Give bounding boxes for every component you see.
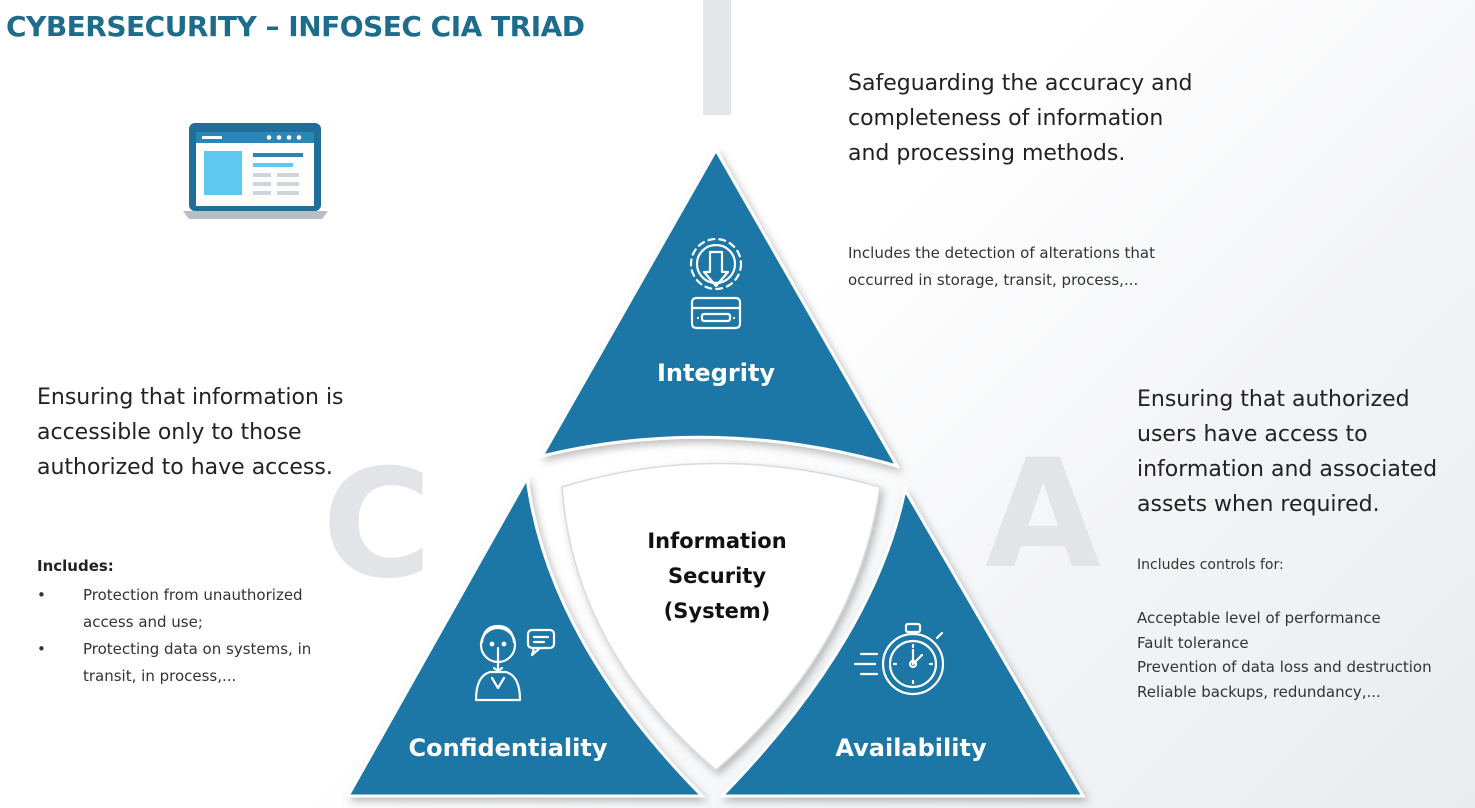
confidentiality-includes-label: Includes: [37, 557, 114, 575]
availability-description: Ensuring that authorized users have acce… [1137, 387, 1438, 517]
gear-download-icon [689, 237, 743, 330]
integrity-description: Safeguarding the accuracy and completene… [848, 71, 1193, 166]
availability-includes-list: Acceptable level of performance Fault to… [1137, 606, 1432, 704]
integrity-label: Integrity [657, 359, 775, 387]
list-item: Acceptable level of performance [1137, 609, 1381, 627]
center-shape [561, 462, 881, 771]
availability-label: Availability [835, 734, 987, 762]
confidentiality-includes-list: Protection from unauthorized access and … [37, 582, 337, 690]
availability-includes-label: Includes controls for: [1137, 557, 1284, 573]
center-line-3: (System) [664, 599, 771, 623]
list-item: Fault tolerance [1137, 633, 1249, 652]
background-letter-a: A [985, 428, 1102, 602]
person-shush-icon [474, 624, 556, 702]
confidentiality-triangle [345, 473, 706, 798]
laptop-icon [183, 123, 328, 219]
confidentiality-description: Ensuring that information is accessible … [37, 385, 344, 480]
list-item: Reliable backups, redundancy,... [1137, 682, 1381, 701]
stopwatch-icon [853, 622, 945, 696]
list-item: Protecting data on systems, in transit, … [37, 636, 337, 690]
background-letter-i [703, 0, 731, 115]
background-letter-c: C [322, 438, 433, 612]
page-title: CYBERSECURITY – INFOSEC CIA TRIAD [6, 10, 585, 43]
confidentiality-label: Confidentiality [409, 734, 608, 762]
center-line-1: Information [647, 529, 786, 553]
integrity-includes: Includes the detection of alterations th… [848, 244, 1156, 289]
list-item: Prevention of data loss and destruction [1137, 658, 1432, 676]
center-line-2: Security [668, 564, 766, 588]
list-item: Protection from unauthorized access and … [37, 582, 337, 636]
